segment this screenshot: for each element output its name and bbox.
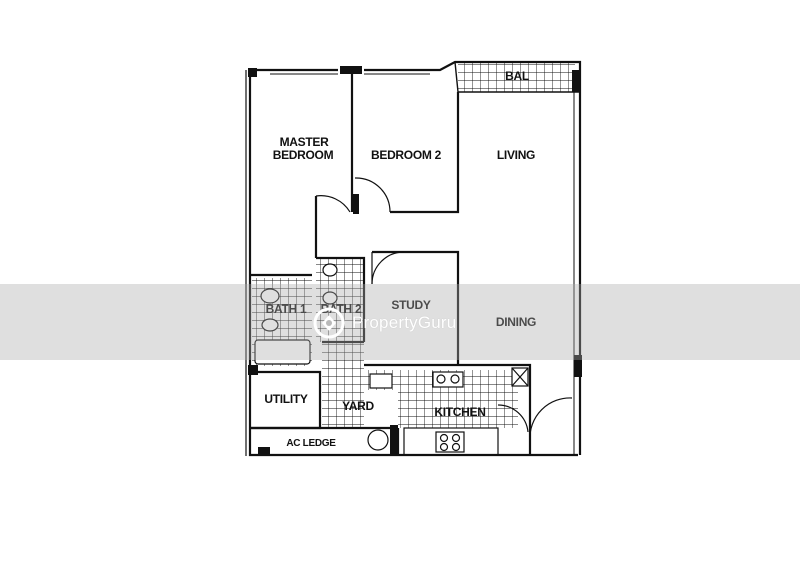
bed2-door-swing [354, 177, 391, 213]
label-balcony: BAL [505, 69, 529, 83]
watermark-brand: PropertyGuru [352, 313, 457, 332]
kitchen-counter-bottom [403, 427, 499, 456]
label-ac-ledge: AC LEDGE [286, 438, 336, 449]
propertyguru-logo-icon [313, 307, 345, 339]
balcony-tiles [458, 62, 575, 92]
fixtures [254, 263, 529, 456]
basin-1 [261, 318, 279, 332]
basin-2 [322, 291, 338, 305]
main-door-swing [529, 397, 573, 441]
label-bedroom-2: BEDROOM 2 [371, 148, 442, 162]
watermark-band [0, 284, 800, 360]
label-kitchen: KITCHEN [434, 405, 485, 419]
label-utility: UTILITY [264, 392, 308, 406]
label-yard: YARD [342, 399, 374, 413]
label-master-bedroom-2: BEDROOM [273, 148, 334, 162]
study-door-swing [371, 251, 405, 285]
label-living: LIVING [497, 148, 535, 162]
toilet-2 [322, 263, 338, 277]
watermark: PropertyGuru [312, 305, 456, 341]
doors [315, 177, 573, 441]
yard-tiles [322, 340, 364, 428]
label-master-bedroom-1: MASTER [280, 135, 330, 149]
bath2-wall [316, 256, 366, 344]
label-bath-2: BATH 2 [321, 302, 362, 316]
master-door-swing [315, 195, 351, 213]
label-bath-1: BATH 1 [266, 302, 307, 316]
stove [435, 431, 465, 453]
bathtub [254, 339, 311, 365]
label-dining: DINING [496, 315, 536, 329]
tiled-areas [252, 62, 575, 428]
water-heater [367, 429, 389, 451]
living-wall-left [390, 92, 460, 214]
room-labels: MASTER BEDROOM BEDROOM 2 LIVING BAL BATH… [264, 69, 536, 449]
master-lower-wall [250, 196, 318, 277]
kitchen-tiles [398, 388, 518, 428]
wall-columns [248, 66, 582, 455]
label-study: STUDY [391, 298, 430, 312]
kitchen-door-swing [497, 404, 529, 433]
toilet-1 [260, 288, 280, 304]
yard-sink [369, 373, 393, 389]
